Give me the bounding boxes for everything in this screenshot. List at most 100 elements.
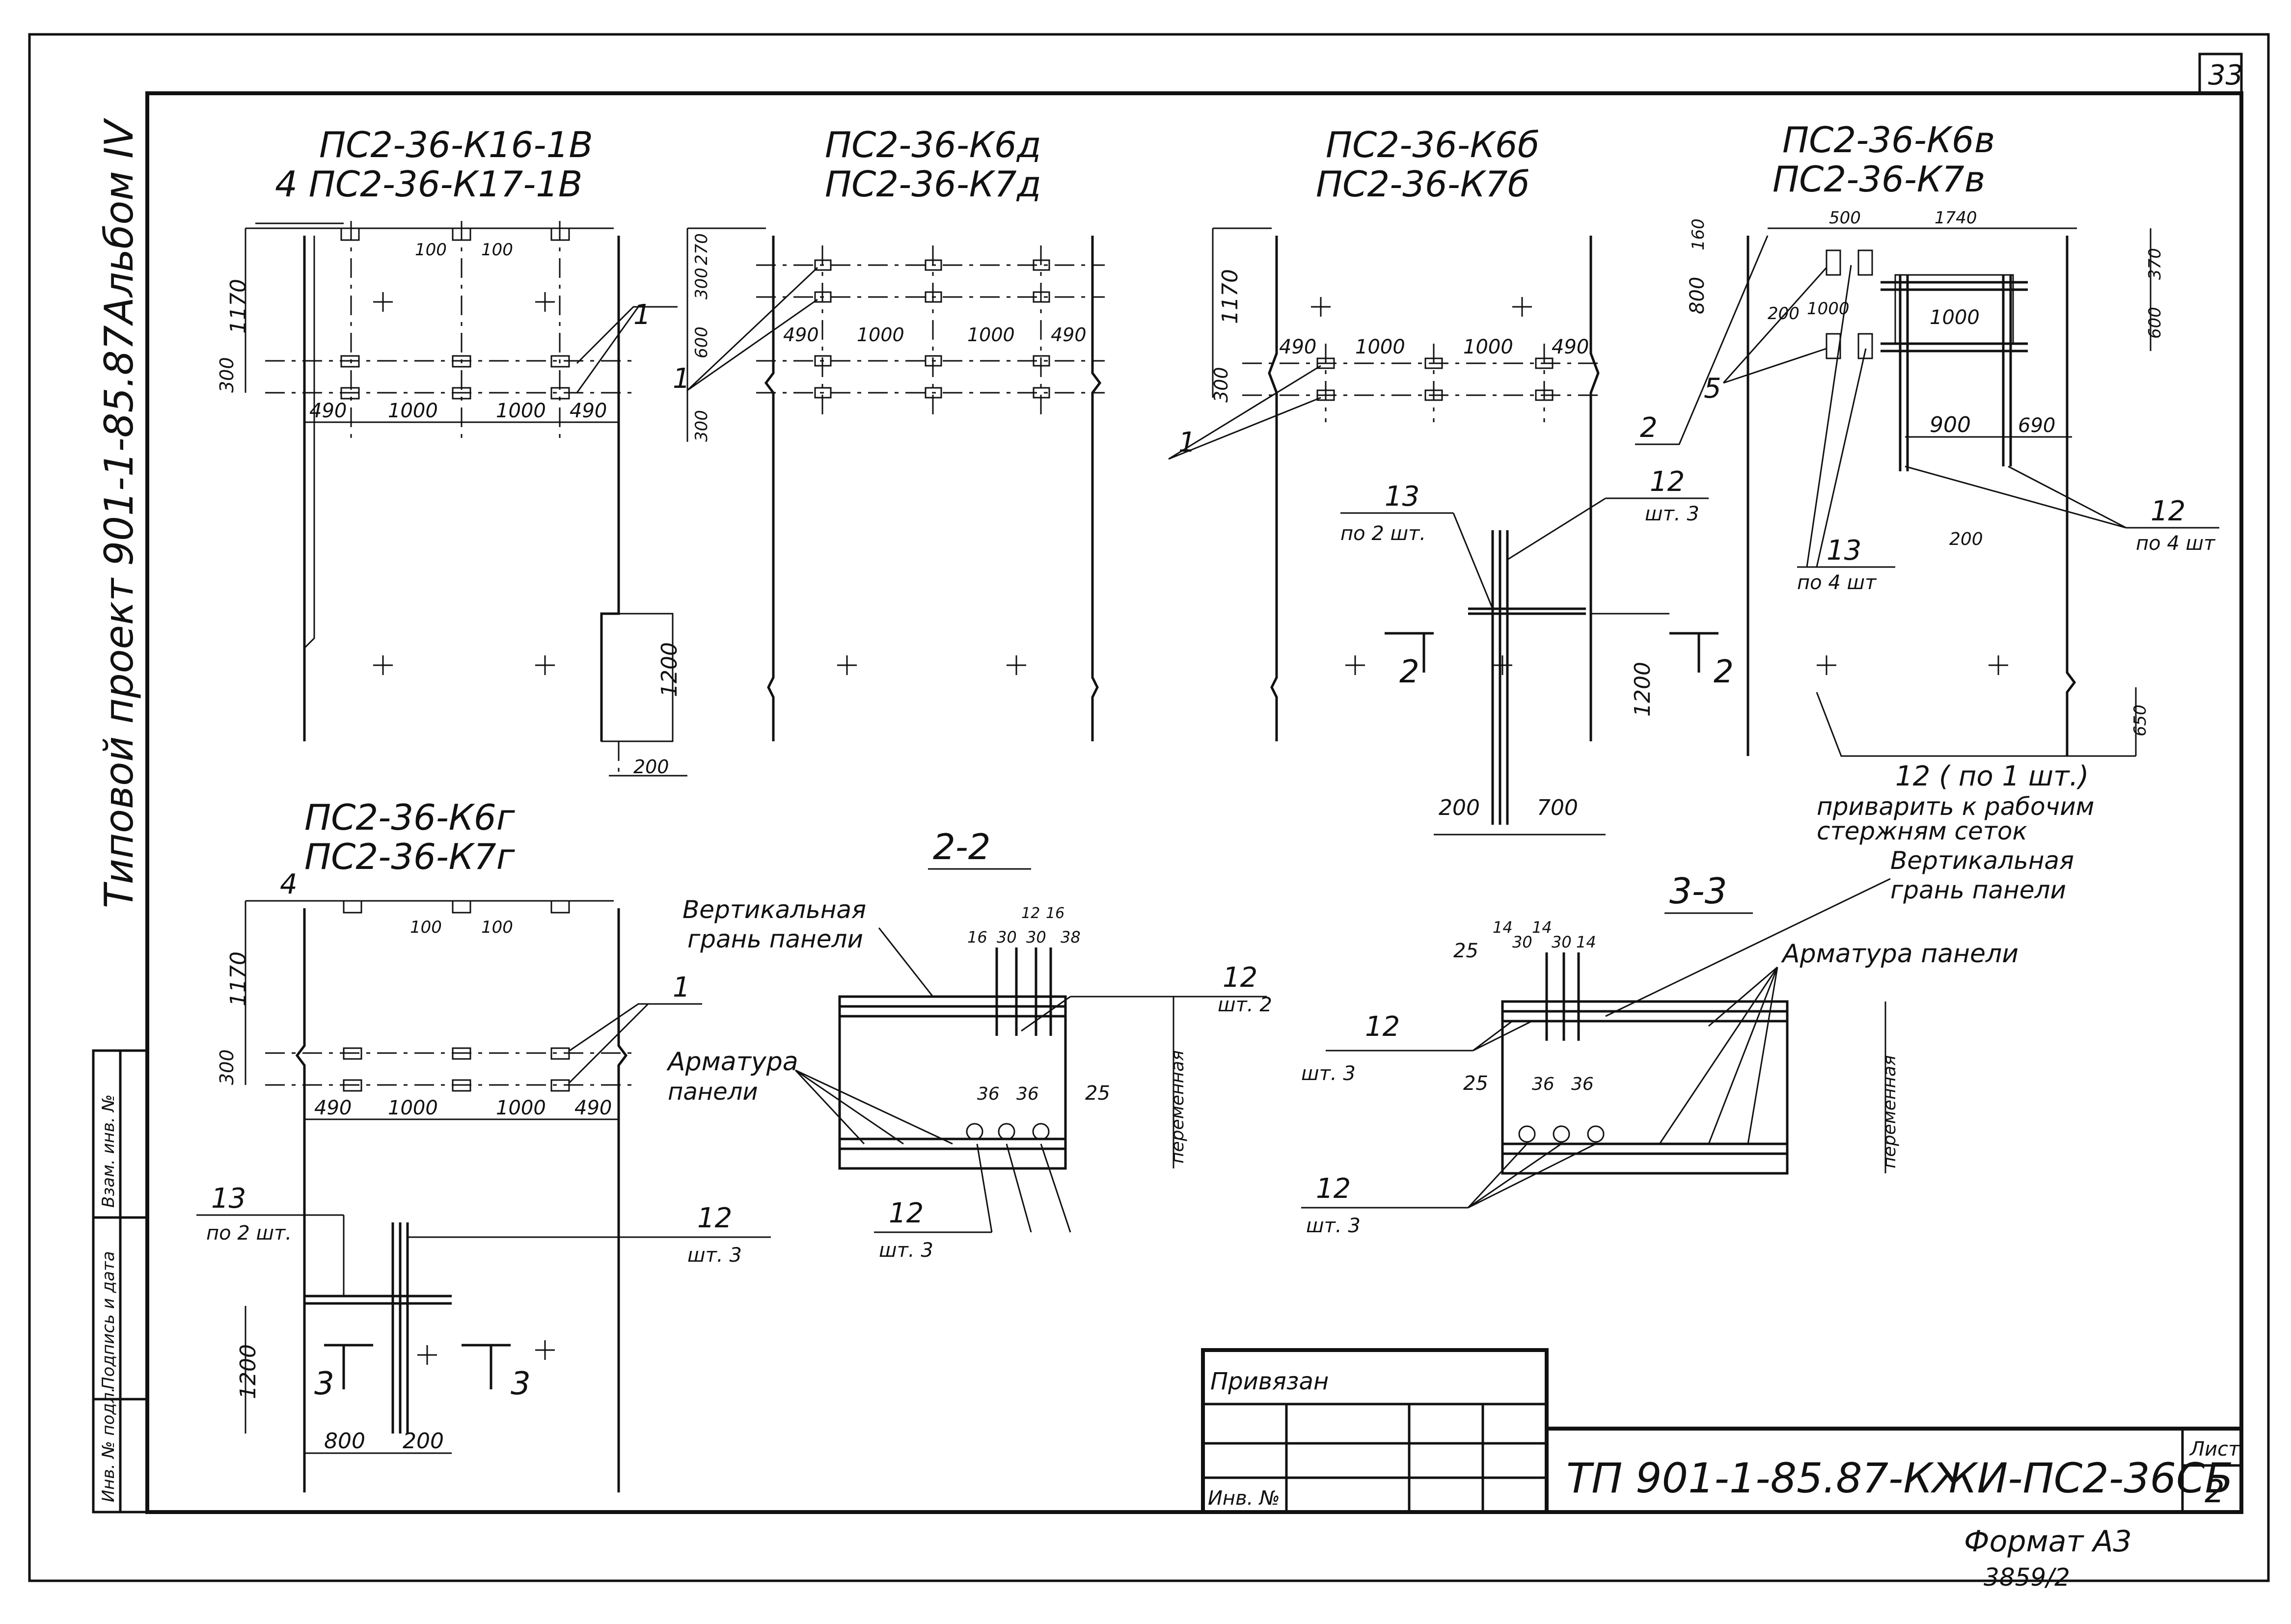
title-privyazan: Привязан bbox=[1210, 1368, 1329, 1395]
p5-po2sht: по 2 шт. bbox=[206, 1222, 292, 1245]
s22-dim-16a: 16 bbox=[967, 928, 987, 947]
p5-dim-490a: 490 bbox=[314, 1097, 352, 1119]
p3-dim-300: 300 bbox=[1210, 367, 1232, 403]
p1-dim-300: 300 bbox=[216, 357, 238, 393]
s33-mark-12b: 12 bbox=[1316, 1173, 1351, 1205]
s33-dim-25b: 25 bbox=[1463, 1072, 1488, 1095]
p5-dim-100b: 100 bbox=[481, 918, 513, 937]
p2-dim-300b: 300 bbox=[692, 410, 711, 442]
p4-po1sht: 12 ( по 1 шт.) bbox=[1895, 760, 2089, 792]
p1-dim-490b: 490 bbox=[570, 400, 607, 422]
p3-po2sht: по 2 шт. bbox=[1340, 522, 1426, 545]
p4-dim-160: 160 bbox=[1689, 218, 1708, 250]
p5-dim-800: 800 bbox=[324, 1429, 365, 1454]
section-3-3: 3-3 Вертикальная грань панели Арматура п… bbox=[1301, 846, 2074, 1237]
s33-dim-30b: 30 bbox=[1552, 933, 1572, 951]
panel-1: ПС2-36-К16-1В 4 ПС2-36-К17-1В 1170 300 4… bbox=[216, 124, 687, 778]
stamp-inv-orig: Инв. № подл. bbox=[99, 1387, 118, 1502]
p1-dim-1000b: 1000 bbox=[496, 400, 546, 422]
s33-sht3a: шт. 3 bbox=[1301, 1062, 1356, 1085]
s33-vert-face: Вертикальная bbox=[1890, 846, 2074, 875]
footer-format: Формат А3 bbox=[1964, 1524, 2132, 1559]
p5-mark-4: 4 bbox=[280, 868, 298, 900]
p1-mark-1: 1 bbox=[633, 299, 651, 331]
s33-dim-14a: 14 bbox=[1493, 918, 1513, 937]
s22-dim-36b: 36 bbox=[1016, 1084, 1039, 1104]
panel-5-title-1: ПС2-36-К6г bbox=[304, 797, 516, 838]
p2-dim-270: 270 bbox=[692, 233, 711, 265]
panel-5-title-2: ПС2-36-К7г bbox=[304, 836, 516, 877]
s22-dim-12: 12 bbox=[1021, 905, 1040, 922]
p1-dim-100a: 100 bbox=[415, 240, 447, 260]
p3-dim-200: 200 bbox=[1439, 795, 1480, 820]
s22-dim-36a: 36 bbox=[977, 1084, 1000, 1104]
title-designation: ТП 901-1-85.87-КЖИ-ПС2-36СБ bbox=[1566, 1454, 2233, 1502]
s33-dim-14b: 14 bbox=[1532, 918, 1552, 937]
p4-weld: приварить к рабочим bbox=[1817, 792, 2094, 821]
p3-dim-490a: 490 bbox=[1279, 336, 1316, 358]
p5-dim-1000a: 1000 bbox=[388, 1097, 438, 1119]
title-block: Привязан Инв. № ТП 901-1-85.87-КЖИ-ПС2-3… bbox=[1201, 1348, 2243, 1514]
section-3-3-title: 3-3 bbox=[1669, 870, 1727, 912]
p3-cut-2b: 2 bbox=[1714, 654, 1734, 690]
s22-mark-12b: 12 bbox=[889, 1197, 924, 1229]
p2-dim-490b: 490 bbox=[1051, 324, 1087, 346]
s22-sht2: шт. 2 bbox=[1218, 994, 1272, 1016]
p4-dim-1740: 1740 bbox=[1935, 208, 1977, 228]
p4-dim-200b: 200 bbox=[1949, 529, 1983, 549]
p3-dim-1000a: 1000 bbox=[1355, 336, 1405, 358]
p5-dim-1000b: 1000 bbox=[496, 1097, 546, 1119]
panel-2-title-2: ПС2-36-К7д bbox=[825, 163, 1041, 205]
inner-frame bbox=[145, 91, 2243, 1514]
album-vertical-label: Альбом IV bbox=[96, 117, 142, 326]
p4-dim-600: 600 bbox=[2145, 307, 2165, 339]
section-2-2: 2-2 Вертикальная грань панели 16 30 30 3… bbox=[666, 826, 1272, 1262]
project-vertical-label: Типовой проект 901-1-85.87 bbox=[96, 325, 142, 908]
stamp-sign-date: Подпись и дата bbox=[99, 1251, 118, 1389]
panel-2-title-1: ПС2-36-К6д bbox=[825, 124, 1041, 165]
p2-dim-300: 300 bbox=[692, 268, 711, 299]
outer-frame bbox=[28, 33, 2270, 1582]
side-stamp: Инв. № подл. Подпись и дата Взам. инв. № bbox=[92, 1049, 149, 1514]
p5-dim-200: 200 bbox=[403, 1429, 444, 1454]
p4-dim-500: 500 bbox=[1829, 208, 1861, 228]
p2-dim-1000a: 1000 bbox=[857, 324, 904, 346]
s22-rebar2: панели bbox=[668, 1078, 758, 1106]
p4-mark-13: 13 bbox=[1827, 535, 1861, 567]
p3-dim-1200: 1200 bbox=[1630, 662, 1655, 717]
p4-dim-1000: 1000 bbox=[1930, 306, 1980, 329]
p5-mark-12: 12 bbox=[697, 1202, 732, 1234]
panel-4-title-1: ПС2-36-К6в bbox=[1782, 119, 1995, 161]
s22-dim-25: 25 bbox=[1085, 1082, 1110, 1105]
page-number-box bbox=[2198, 53, 2243, 95]
p5-dim-100a: 100 bbox=[410, 918, 442, 937]
panel-2: ПС2-36-К6д ПС2-36-К7д 270 300 600 300 49… bbox=[673, 124, 1105, 741]
s22-dim-38: 38 bbox=[1061, 928, 1081, 947]
p4-mark-5: 5 bbox=[1704, 373, 1721, 405]
p3-mark-13: 13 bbox=[1385, 481, 1419, 513]
s33-dim-30a: 30 bbox=[1512, 933, 1532, 951]
p3-dim-700: 700 bbox=[1537, 795, 1578, 820]
p3-dim-1000b: 1000 bbox=[1463, 336, 1513, 358]
panel-3-title-2: ПС2-36-К7б bbox=[1316, 163, 1529, 205]
p4-dim-650: 650 bbox=[2130, 704, 2150, 736]
s33-rebar: Арматура панели bbox=[1781, 939, 2018, 969]
s33-variable: переменная bbox=[1880, 1055, 1900, 1168]
p1-dim-200: 200 bbox=[633, 756, 669, 778]
footer-code: 3859/2 bbox=[1984, 1563, 2070, 1592]
p2-dim-1000b: 1000 bbox=[967, 324, 1015, 346]
p4-mark-12: 12 bbox=[2151, 495, 2185, 527]
s22-sht3: шт. 3 bbox=[879, 1239, 933, 1262]
p5-cut-3b: 3 bbox=[511, 1366, 531, 1402]
panel-4: ПС2-36-К6в ПС2-36-К7в 1000 500 1740 160 … bbox=[1635, 119, 2219, 845]
title-inv-no: Инв. № bbox=[1208, 1487, 1280, 1510]
p3-cut-2a: 2 bbox=[1399, 654, 1419, 690]
p5-mark-13: 13 bbox=[211, 1183, 246, 1215]
section-2-2-title: 2-2 bbox=[933, 826, 991, 867]
s33-dim-14c: 14 bbox=[1576, 933, 1596, 951]
p3-dim-1170: 1170 bbox=[1218, 269, 1243, 324]
s22-vert-face2: грань панели bbox=[687, 925, 863, 953]
s33-vert-face2: грань панели bbox=[1890, 876, 2066, 904]
s22-mark-12a: 12 bbox=[1223, 962, 1257, 994]
s33-sht3b: шт. 3 bbox=[1306, 1215, 1361, 1237]
